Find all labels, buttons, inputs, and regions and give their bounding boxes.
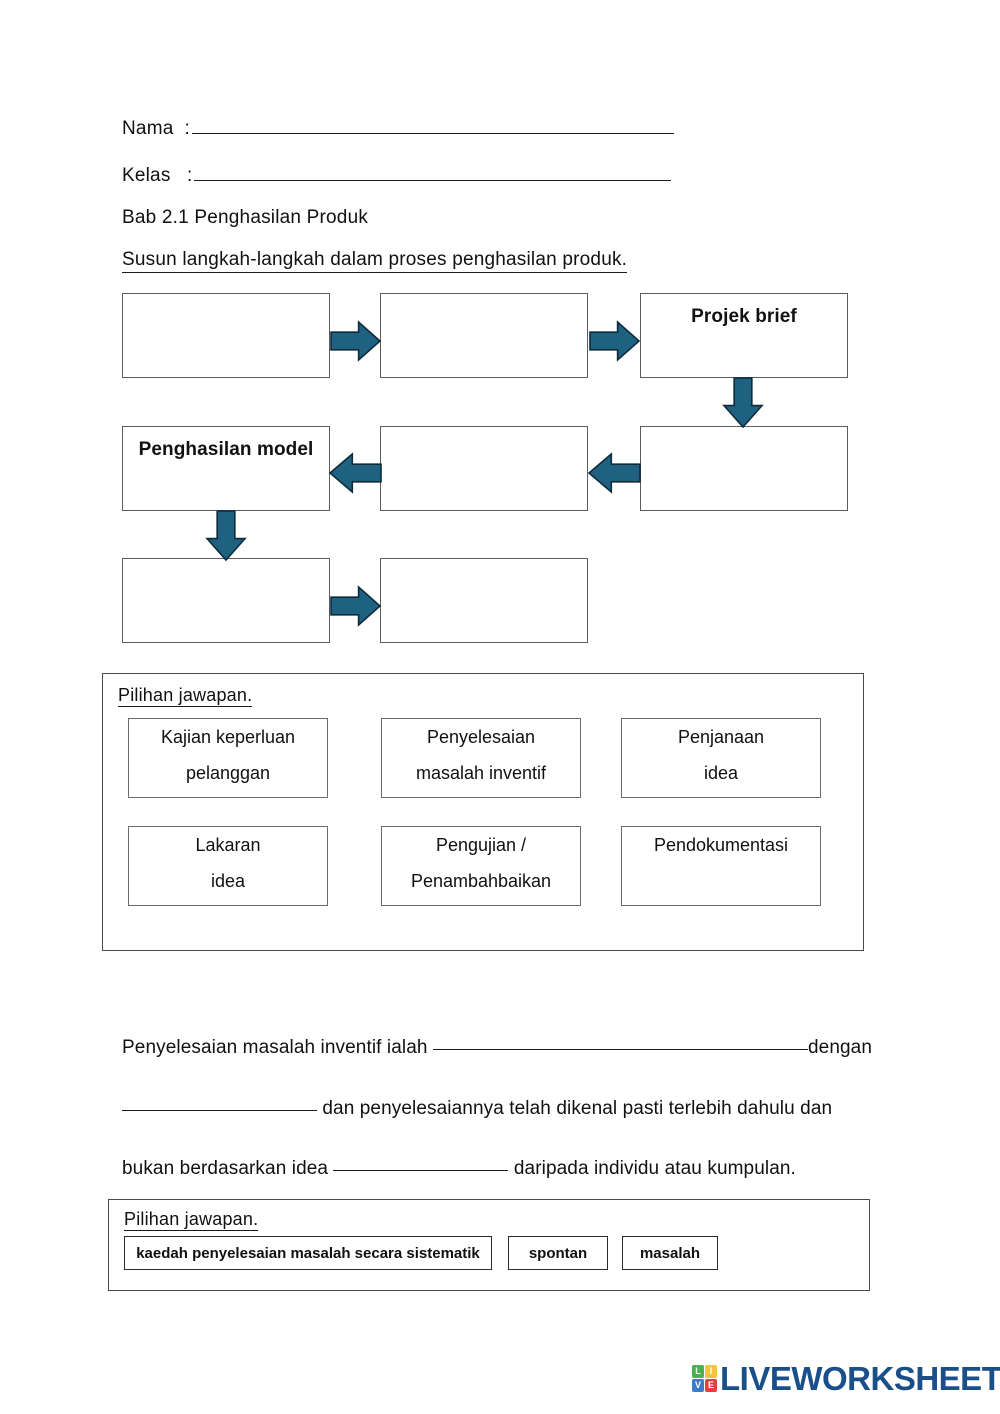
- flowchart-box-b7[interactable]: [122, 558, 330, 643]
- flowchart-box-b3[interactable]: Projek brief: [640, 293, 848, 378]
- flow-arrow-right-a2: [589, 320, 641, 362]
- flowchart-box-label: [123, 294, 329, 306]
- flowchart-box-b6[interactable]: Penghasilan model: [122, 426, 330, 511]
- answer-option-line-2: masalah inventif: [415, 763, 547, 783]
- flow-arrow-right-a7: [330, 585, 382, 627]
- name-field-row: Nama :: [122, 118, 674, 140]
- cloze-text-1a: Penyelesaian masalah inventif ialah: [122, 1037, 428, 1058]
- cloze-line-1: Penyelesaian masalah inventif ialah deng…: [122, 1037, 872, 1059]
- answer-option-o1[interactable]: Kajian keperluan pelanggan: [128, 718, 328, 798]
- flow-arrow-down-a6: [205, 510, 247, 562]
- chapter-title: Bab 2.1 Penghasilan Produk: [122, 207, 369, 228]
- flowchart-box-label: Penghasilan model: [138, 439, 314, 460]
- answer-option-line-2: idea: [703, 763, 739, 783]
- answer-option-line-2: idea: [210, 871, 246, 891]
- answer-choices-panel-1: [102, 673, 864, 951]
- logo-tile-e-icon: E: [705, 1379, 717, 1392]
- flowchart-box-b4[interactable]: [640, 426, 848, 511]
- flowchart-box-b1[interactable]: [122, 293, 330, 378]
- class-field-row: Kelas :: [122, 165, 672, 187]
- cloze-line-2: dan penyelesaiannya telah dikenal pasti …: [122, 1098, 832, 1120]
- class-label: Kelas :: [122, 165, 193, 186]
- flow-arrow-left-a5: [328, 452, 382, 494]
- answer-option-o2[interactable]: Penyelesaian masalah inventif: [381, 718, 581, 798]
- answer-choices-title-2: Pilihan jawapan.: [124, 1209, 259, 1231]
- answer-option-line-1: Pendokumentasi: [653, 835, 789, 855]
- answer-option-p1[interactable]: kaedah penyelesaian masalah secara siste…: [124, 1236, 492, 1270]
- answer-option-o5[interactable]: Pengujian / Penambahbaikan: [381, 826, 581, 906]
- answer-option-line-2: pelanggan: [185, 763, 271, 783]
- flowchart-box-b8[interactable]: [380, 558, 588, 643]
- flowchart-box-label: [381, 294, 587, 306]
- name-input-line[interactable]: [191, 132, 674, 134]
- instruction-text: Susun langkah-langkah dalam proses pengh…: [122, 249, 628, 273]
- flowchart-box-label: [381, 559, 587, 571]
- flowchart-box-label: Projek brief: [691, 306, 797, 327]
- answer-option-line-1: Kajian keperluan: [160, 727, 296, 747]
- cloze-blank-1[interactable]: [432, 1048, 808, 1050]
- flowchart-box-b2[interactable]: [380, 293, 588, 378]
- cloze-blank-2[interactable]: [122, 1109, 317, 1111]
- answer-option-line-1: Lakaran: [195, 835, 261, 855]
- cloze-text-3b: daripada individu atau kumpulan.: [513, 1158, 796, 1179]
- flow-arrow-right-a1: [330, 320, 382, 362]
- answer-option-o3[interactable]: Penjanaan idea: [621, 718, 821, 798]
- flow-arrow-down-a3: [722, 377, 764, 429]
- name-label: Nama :: [122, 118, 190, 139]
- logo-tile-v-icon: V: [692, 1379, 704, 1392]
- answer-option-o4[interactable]: Lakaran idea: [128, 826, 328, 906]
- answer-option-p3[interactable]: masalah: [622, 1236, 718, 1270]
- answer-option-o6[interactable]: Pendokumentasi: [621, 826, 821, 906]
- cloze-text-2b: dan penyelesaiannya telah dikenal pasti …: [322, 1098, 833, 1119]
- answer-option-line-1: Penjanaan: [677, 727, 765, 747]
- cloze-text-3a: bukan berdasarkan idea: [122, 1158, 329, 1179]
- logo-tile-i-icon: I: [705, 1365, 717, 1378]
- answer-option-line-2: Penambahbaikan: [410, 871, 552, 891]
- flow-arrow-left-a4: [587, 452, 641, 494]
- answer-option-p2[interactable]: spontan: [508, 1236, 608, 1270]
- class-input-line[interactable]: [194, 179, 672, 181]
- liveworksheets-wordmark: LIVEWORKSHEETS: [720, 1360, 1000, 1397]
- cloze-blank-3[interactable]: [333, 1169, 509, 1171]
- answer-choices-title-1: Pilihan jawapan.: [118, 685, 253, 707]
- cloze-text-1b: dengan: [807, 1037, 872, 1058]
- flowchart-box-label: [381, 427, 587, 439]
- answer-option-line-1: Penyelesaian: [426, 727, 536, 747]
- answer-option-line-1: Pengujian /: [435, 835, 527, 855]
- flowchart-box-b5[interactable]: [380, 426, 588, 511]
- logo-tile-l-icon: L: [692, 1365, 704, 1378]
- cloze-line-3: bukan berdasarkan idea daripada individu…: [122, 1158, 796, 1180]
